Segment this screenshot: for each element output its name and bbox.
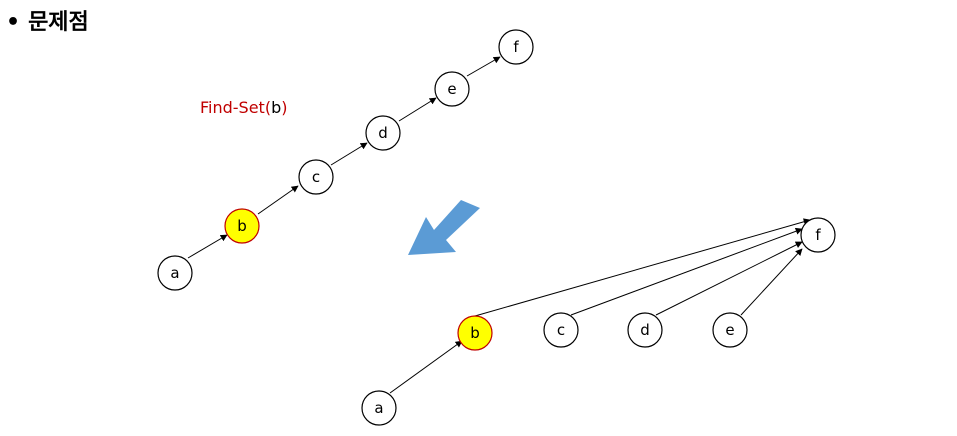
transition-arrow-icon [408, 200, 480, 255]
before-edge-d-e [398, 97, 437, 122]
caption-suffix: ) [281, 98, 287, 117]
before-node-a: a [157, 255, 193, 291]
page-title: • 문제점 [6, 4, 89, 36]
caption-argument: b [271, 98, 281, 117]
before-node-a-label: a [170, 264, 179, 282]
after-node-c-label: c [557, 321, 565, 339]
before-node-f-label: f [513, 38, 519, 56]
after-tree: f b c d e a [361, 217, 836, 426]
before-node-f: f [498, 29, 534, 65]
before-node-e: e [434, 71, 470, 107]
before-edge-b-c [257, 185, 299, 215]
after-node-b: b [457, 315, 493, 351]
before-node-b-label: b [237, 217, 247, 235]
after-node-b-label: b [470, 324, 480, 342]
after-node-e-label: e [725, 321, 734, 339]
before-node-e-label: e [447, 80, 456, 98]
after-node-d: d [627, 312, 663, 348]
before-node-d: d [365, 115, 401, 151]
after-edge-d-f [655, 241, 803, 316]
after-edge-b-f [474, 218, 811, 317]
after-node-a-label: a [374, 399, 383, 417]
caption-prefix: Find-Set( [200, 98, 271, 117]
before-edge-c-d [330, 142, 368, 166]
find-set-caption: Find-Set(b) [200, 98, 287, 117]
after-node-c: c [543, 312, 579, 348]
after-node-a: a [361, 390, 397, 426]
after-edge-c-f [570, 227, 803, 316]
before-node-b: b [224, 208, 260, 244]
before-edge-a-b [187, 234, 228, 259]
after-node-f-label: f [815, 226, 821, 244]
title-bullet: • [6, 10, 21, 35]
before-node-c: c [298, 159, 334, 195]
after-edge-a-b [389, 340, 463, 394]
before-edge-e-f [466, 56, 501, 77]
after-node-e: e [712, 312, 748, 348]
before-node-c-label: c [312, 168, 320, 186]
after-node-f: f [800, 217, 836, 253]
before-node-d-label: d [378, 124, 388, 142]
after-edge-e-f [740, 248, 803, 316]
title-text: 문제점 [28, 10, 89, 35]
after-node-d-label: d [640, 321, 650, 339]
before-tree: a b c d e f [157, 29, 534, 291]
